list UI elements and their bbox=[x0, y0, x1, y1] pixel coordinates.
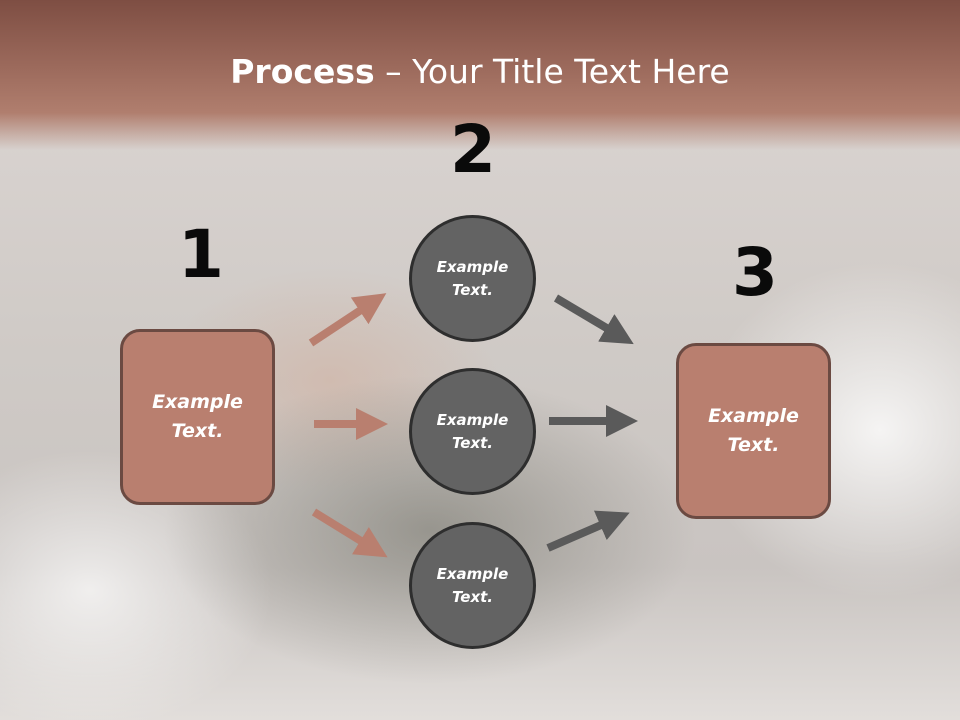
title-rest: – Your Title Text Here bbox=[374, 52, 730, 91]
arrow-top-to-right bbox=[553, 294, 634, 345]
process-circle-top-text: Example Text. bbox=[436, 257, 509, 299]
arrow-bottom-to-right bbox=[546, 510, 630, 552]
process-circle-bottom: Example Text. bbox=[409, 522, 536, 649]
arrow-left-to-top bbox=[308, 293, 387, 347]
title-band bbox=[0, 0, 960, 150]
process-box-right: Example Text. bbox=[676, 343, 831, 519]
step-number-3: 3 bbox=[732, 234, 778, 311]
process-circle-top: Example Text. bbox=[409, 215, 536, 342]
slide-title: Process – Your Title Text Here bbox=[0, 52, 960, 91]
title-bold: Process bbox=[230, 52, 375, 91]
process-box-left: Example Text. bbox=[120, 329, 275, 505]
process-circle-bottom-text: Example Text. bbox=[436, 564, 509, 606]
process-box-right-text: Example Text. bbox=[708, 405, 799, 456]
arrow-left-to-bottom bbox=[311, 508, 388, 558]
process-circle-middle: Example Text. bbox=[409, 368, 536, 495]
process-box-left-text: Example Text. bbox=[152, 391, 243, 442]
step-number-2: 2 bbox=[450, 111, 496, 188]
step-number-1: 1 bbox=[178, 216, 224, 293]
process-circle-middle-text: Example Text. bbox=[436, 410, 509, 452]
